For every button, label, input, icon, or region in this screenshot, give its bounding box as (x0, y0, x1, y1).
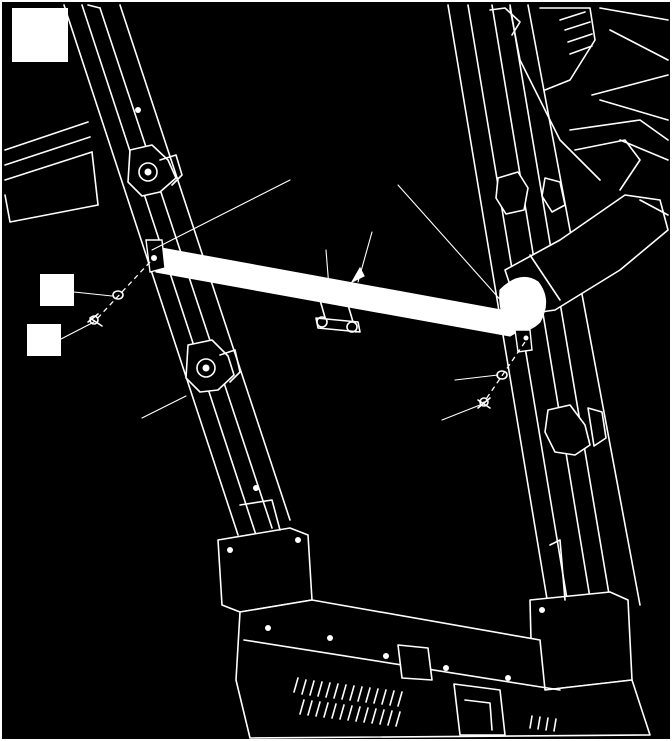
left-upper-bracket (127, 144, 183, 197)
hinge-bracket (315, 299, 361, 333)
left-side-bracket (4, 121, 99, 223)
crossbar (145, 239, 547, 353)
motor-hood (235, 599, 651, 739)
step-number-box (12, 8, 68, 62)
leader-lines (60, 179, 506, 421)
vent-slots (293, 677, 557, 732)
left-hardware (87, 261, 151, 327)
left-lower-bracket (185, 339, 241, 393)
bolt-callout-box (27, 324, 61, 356)
base-frame (217, 499, 633, 691)
washer-callout-box (40, 274, 74, 306)
right-hardware (477, 341, 526, 409)
